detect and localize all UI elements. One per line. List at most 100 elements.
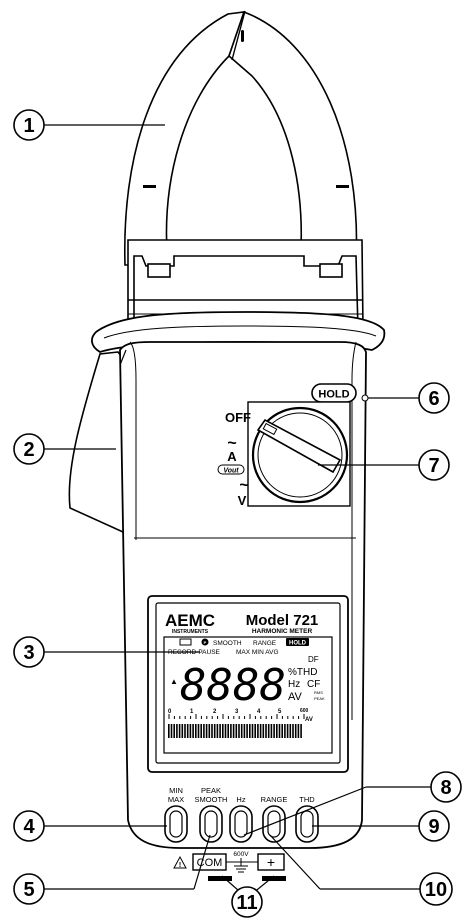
dial-amps-tilde: ~ xyxy=(227,435,236,452)
lcd-bar-segment xyxy=(265,724,267,738)
lcd-scale-1: 1 xyxy=(190,709,194,715)
callout-5-num: 5 xyxy=(23,879,34,901)
callout-11: 11 xyxy=(231,886,263,918)
lcd-hold: HOLD xyxy=(289,641,307,647)
lcd-cf: CF xyxy=(307,679,320,690)
lcd-bar-segment xyxy=(178,724,181,738)
lcd-pct-thd: %THD xyxy=(288,667,317,678)
lcd-bar-segment xyxy=(254,724,256,738)
callout-10: 10 xyxy=(419,872,453,906)
lcd-scale-0: 0 xyxy=(168,709,172,715)
dial-volts-label: V xyxy=(238,493,247,508)
lcd-bar-segment xyxy=(176,724,178,738)
lcd-scale-labels: 0 1 2 3 4 5 600 AV xyxy=(168,708,313,723)
lcd-max-min-avg: MAX MIN AVG xyxy=(236,649,279,656)
callout-7: 7 xyxy=(418,449,450,481)
left-jaw xyxy=(123,11,246,266)
lcd-bar-segment xyxy=(205,724,208,738)
svg-text:P: P xyxy=(204,640,207,645)
dial-off-label: OFF xyxy=(225,410,251,425)
callout-8: 8 xyxy=(430,771,462,803)
lcd-bar-segment xyxy=(224,724,227,738)
min-max-button[interactable] xyxy=(164,805,188,843)
lcd-bar-segment xyxy=(189,724,192,738)
hz-label: Hz xyxy=(236,795,245,804)
lcd-bar-segment xyxy=(292,724,294,738)
hz-button[interactable] xyxy=(229,805,253,843)
lcd-bar-segment xyxy=(262,724,265,738)
lcd-bar-segment xyxy=(289,724,292,738)
lcd-bar-segment xyxy=(227,724,229,738)
ground-icon xyxy=(234,858,248,873)
callout-9: 9 xyxy=(418,810,450,842)
lcd-bar-segment xyxy=(181,724,184,738)
lcd-scale-unit: AV xyxy=(305,717,313,723)
callout-8-num: 8 xyxy=(440,777,451,799)
lcd-bar-segment xyxy=(240,724,243,738)
lcd-bar-segment xyxy=(203,724,205,738)
min-max-label-bottom: MAX xyxy=(168,795,184,804)
brand-logo: AEMC xyxy=(165,611,215,630)
callout-3: 3 xyxy=(13,636,45,668)
lcd-bar-segment xyxy=(273,724,275,738)
lcd-bar-segment xyxy=(186,724,189,738)
lcd-bar-segment xyxy=(168,724,170,738)
lcd-bar-segment xyxy=(213,724,216,738)
lcd-bar-segment xyxy=(251,724,254,738)
lcd-bar-segment xyxy=(257,724,259,738)
callout-3-num: 3 xyxy=(23,642,34,664)
lcd-bar-segment xyxy=(284,724,286,738)
input-jacks xyxy=(208,876,286,881)
callout-6: 6 xyxy=(418,382,450,414)
lcd-bar-segment xyxy=(286,724,289,738)
range-button[interactable] xyxy=(262,805,286,843)
lcd-av: AV xyxy=(288,691,303,703)
lcd-scale-5: 5 xyxy=(278,709,282,715)
callout-4: 4 xyxy=(13,810,45,842)
lcd-scale-3: 3 xyxy=(235,709,239,715)
lcd-bar-segment xyxy=(243,724,246,738)
callout-9-num: 9 xyxy=(428,816,439,838)
range-label: RANGE xyxy=(261,795,288,804)
voltage-label: 600V xyxy=(233,851,249,858)
right-jaw xyxy=(228,10,358,266)
peak-label: PEAK xyxy=(201,786,221,795)
lcd-bar-segment xyxy=(267,724,270,738)
lcd-hz: Hz xyxy=(288,679,300,690)
peak-smooth-button[interactable] xyxy=(199,805,223,843)
lcd-scale-ticks xyxy=(168,714,305,719)
dial-labels: OFF ~ A Vout ~ V xyxy=(217,410,251,508)
thd-button[interactable] xyxy=(295,805,319,843)
lcd-bar-segment xyxy=(192,724,194,738)
callout-2-num: 2 xyxy=(23,439,34,461)
plus-terminal[interactable] xyxy=(257,853,285,871)
lcd-triangle: ▲ xyxy=(170,677,178,686)
lcd-bar-segment xyxy=(246,724,248,738)
dial-volts-tilde: ~ xyxy=(239,477,248,494)
lcd-bar-segment xyxy=(197,724,200,738)
lcd-bar-segment xyxy=(278,724,281,738)
lcd-bargraph xyxy=(168,724,302,738)
callout-1-num: 1 xyxy=(23,115,34,137)
lcd-bar-segment xyxy=(297,724,300,738)
button-labels: MIN MAX PEAK SMOOTH Hz RANGE THD xyxy=(168,786,315,804)
lcd-bar-segment xyxy=(222,724,224,738)
rotary-switch[interactable] xyxy=(247,401,351,507)
dial-amps-label: A xyxy=(227,449,237,464)
lcd-bar-segment xyxy=(276,724,278,738)
callout-2: 2 xyxy=(13,433,45,465)
lcd-bar-segment xyxy=(270,724,273,738)
hold-button[interactable]: HOLD xyxy=(311,383,357,403)
lcd-bar-segment xyxy=(200,724,202,738)
lcd-bar-segment xyxy=(219,724,221,738)
hold-label: HOLD xyxy=(318,389,349,401)
callout-10-num: 10 xyxy=(425,879,447,901)
lcd-bar-segment xyxy=(230,724,232,738)
callout-4-num: 4 xyxy=(23,816,35,838)
lcd-bar-segment xyxy=(235,724,238,738)
lcd-bar-segment xyxy=(170,724,173,738)
lcd-bar-segment xyxy=(195,724,197,738)
lcd-smooth: SMOOTH xyxy=(213,640,242,647)
